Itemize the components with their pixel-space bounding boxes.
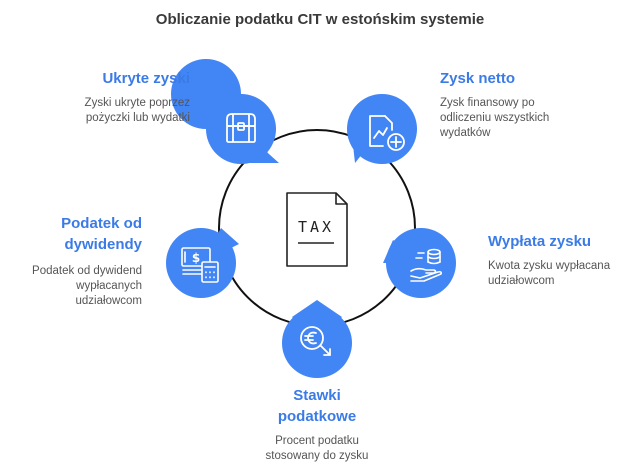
heading-line: Stawki (293, 387, 341, 404)
stawki-podatkowe-heading: Stawki podatkowe (237, 385, 397, 427)
page-title: Obliczanie podatku CIT w estońskim syste… (155, 11, 485, 28)
zysk-netto-description: Zysk finansowy po odliczeniu wszystkich … (440, 96, 610, 141)
node-podatek-od-dywidendy: $ (166, 228, 239, 298)
heading-line: dywidendy (64, 236, 142, 253)
podatek-od-dywidendy-heading: Podatek od dywidendy (30, 213, 142, 255)
tax-document-icon: TAX (286, 192, 348, 267)
hand-coins-payout-icon (410, 248, 442, 282)
node-stawki-podatkowe (282, 300, 352, 378)
description-line: udziałowcom (75, 295, 142, 307)
description-line: odliczeniu wszystkich (440, 112, 550, 124)
podatek-od-dywidendy-description: Podatek od dywidend wypłacanych udziałow… (10, 264, 142, 309)
description-line: stosowany do zysku (265, 450, 369, 462)
description-line: wydatków (440, 127, 491, 139)
heading-line: Podatek od (61, 215, 142, 232)
wyplata-zysku-heading: Wypłata zysku (488, 233, 592, 250)
ukryte-zyski-heading: Ukryte zyski (102, 70, 190, 87)
node-wyplata-zysku (383, 228, 456, 298)
euro-rate-down-icon (300, 326, 331, 356)
node-ukryte-zyski (171, 59, 279, 164)
treasure-chest-icon (226, 113, 256, 143)
heading-line: podatkowe (277, 408, 357, 425)
ukryte-zyski-description: Zyski ukryte poprzez pożyczki lub wydatk… (40, 96, 190, 126)
tax-label: TAX (298, 218, 334, 236)
description-line: Zyski ukryte poprzez (84, 97, 190, 109)
node-zysk-netto (347, 94, 417, 164)
description-line: Podatek od dywidend (32, 265, 142, 277)
description-line: wypłacanych (76, 280, 142, 292)
money-calculator-icon: $ (181, 247, 219, 283)
financial-report-add-icon (369, 115, 405, 151)
description-line: Kwota zysku wypłacana (488, 260, 611, 272)
description-line: udziałowcom (488, 275, 555, 287)
zysk-netto-heading: Zysk netto (440, 70, 516, 87)
wyplata-zysku-description: Kwota zysku wypłacana udziałowcom (488, 259, 628, 289)
svg-text:$: $ (192, 251, 200, 265)
description-line: Procent podatku (275, 435, 359, 447)
description-line: pożyczki lub wydatki (85, 112, 190, 124)
stawki-podatkowe-description: Procent podatku stosowany do zysku (237, 434, 397, 464)
description-line: Zysk finansowy po (440, 97, 535, 109)
